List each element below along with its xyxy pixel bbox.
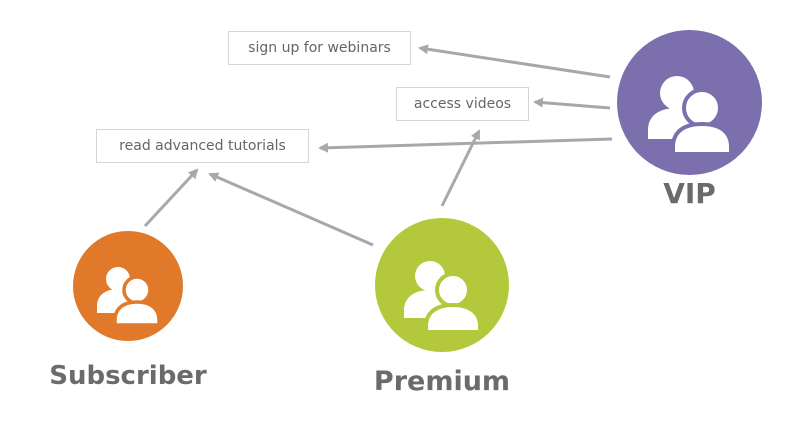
premium-label: Premium (373, 366, 511, 397)
arrow-vip-to-tutorials (318, 137, 613, 153)
arrow-premium-to-videos (440, 129, 481, 207)
arrow-vip-to-webinars (418, 44, 611, 79)
vip-label: VIP (663, 177, 716, 210)
users-icon (97, 267, 161, 327)
users-icon (648, 76, 733, 156)
arrow-vip-to-videos (533, 97, 611, 110)
arrow-premium-to-tutorials (208, 172, 374, 247)
subscriber-label: Subscriber (49, 361, 207, 391)
action-box-webinars: sign up for webinars (228, 31, 411, 65)
premium-circle (375, 218, 509, 352)
action-box-videos: access videos (396, 87, 529, 121)
subscriber-circle (73, 231, 183, 341)
arrow-subscriber-to-tutorials (143, 168, 199, 228)
users-icon (404, 261, 482, 334)
action-box-tutorials: read advanced tutorials (96, 129, 309, 163)
vip-circle (617, 30, 762, 175)
